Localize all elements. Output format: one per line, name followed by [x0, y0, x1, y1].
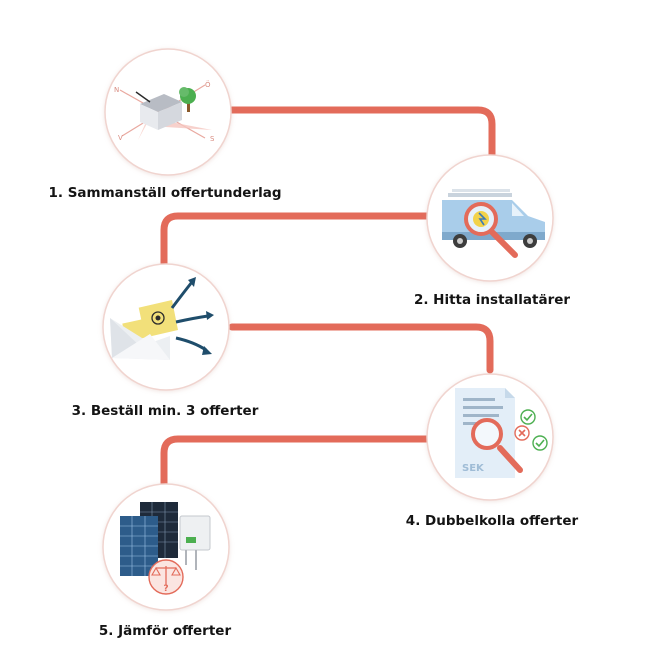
step-2-label: 2. Hitta installatärer: [414, 292, 570, 308]
step-5: ? 5. Jämför offerter: [99, 483, 232, 639]
scale-question-mark: ?: [163, 584, 168, 594]
svg-text:Ö: Ö: [205, 80, 211, 89]
step-4: SEK 4. Dubbelkolla offerter: [406, 373, 579, 529]
solar-panel-scale-icon: ?: [120, 502, 211, 595]
step-2: 2. Hitta installatärer: [414, 154, 570, 308]
step-3-label: 3. Beställ min. 3 offerter: [72, 403, 259, 419]
house-compass-icon: N Ö V S: [114, 80, 215, 143]
envelope-send-icon: [110, 277, 214, 360]
connector-2-3: [160, 212, 432, 268]
svg-text:V: V: [118, 134, 123, 142]
step-1-label: 1. Sammanställ offertunderlag: [48, 185, 281, 201]
step-1: N Ö V S 1. Sammanställ offertunderlag: [48, 48, 282, 201]
step-3: 3. Beställ min. 3 offerter: [72, 263, 259, 419]
svg-text:S: S: [210, 135, 215, 143]
connector-3-4: [228, 323, 494, 374]
step-5-label: 5. Jämför offerter: [99, 623, 232, 639]
connector-4-5: [160, 435, 432, 488]
svg-text:N: N: [114, 86, 119, 94]
step-4-label: 4. Dubbelkolla offerter: [406, 513, 579, 529]
document-magnifier-icon: SEK: [455, 388, 548, 478]
van-magnifier-icon: [442, 189, 545, 258]
connector-1-2: [228, 106, 496, 162]
document-currency-text: SEK: [462, 463, 485, 474]
